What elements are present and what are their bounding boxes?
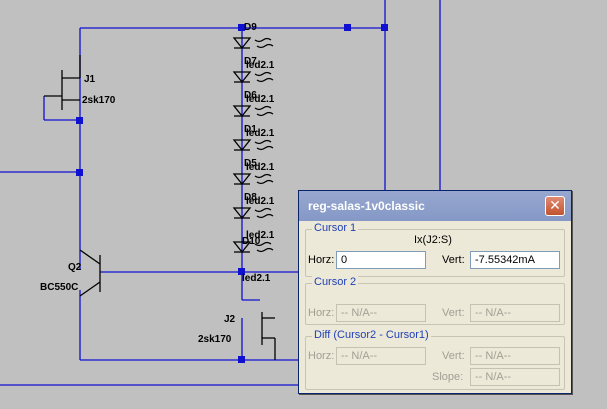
diff-group-label: Diff (Cursor2 - Cursor1) (312, 329, 431, 341)
cursor2-horz-label: Horz: (308, 307, 335, 319)
dialog-titlebar[interactable]: reg-salas-1v0classic ✕ (299, 191, 571, 221)
junctions (76, 24, 388, 363)
close-icon: ✕ (549, 198, 561, 214)
diff-group: Diff (Cursor2 - Cursor1) Horz: -- N/A-- … (305, 329, 565, 390)
led-label-2: led2.1 (246, 94, 275, 105)
d1-label: D1 (244, 124, 257, 135)
d6-label: D6 (244, 90, 257, 101)
q2-part-label: BC550C (40, 282, 78, 293)
led-stack[interactable] (232, 37, 274, 254)
dialog-title: reg-salas-1v0classic (308, 199, 425, 213)
cursor1-group: Cursor 1 Ix(J2:S) Horz: 0 Vert: -7.55342… (305, 222, 565, 277)
d9-label: D9 (244, 22, 257, 33)
diff-vert-field: -- N/A-- (470, 347, 560, 365)
cursor1-group-label: Cursor 1 (312, 222, 359, 234)
led-label-4: led2.1 (246, 162, 275, 173)
cursor-dialog[interactable]: reg-salas-1v0classic ✕ Cursor 1 Ix(J2:S)… (298, 190, 572, 394)
d5-label: D5 (244, 158, 257, 169)
d7-label: D7 (244, 56, 257, 67)
d8-label: D8 (244, 192, 257, 203)
cursor1-vert-field[interactable]: -7.55342mA (470, 251, 560, 269)
led-label-7: led2.1 (242, 273, 271, 284)
diff-horz-field: -- N/A-- (336, 347, 426, 365)
q2-ref-label: Q2 (68, 262, 82, 273)
cursor2-group-label: Cursor 2 (312, 276, 359, 288)
cursor2-horz-field: -- N/A-- (336, 304, 426, 322)
diff-slope-field: -- N/A-- (470, 368, 560, 386)
cursor2-vert-field: -- N/A-- (470, 304, 560, 322)
diff-horz-label: Horz: (308, 350, 335, 362)
close-button[interactable]: ✕ (545, 196, 565, 216)
j2-part-label: 2sk170 (198, 334, 232, 345)
cursor2-vert-label: Vert: (442, 307, 465, 319)
wires (0, 0, 441, 386)
d10-label: D10 (242, 236, 261, 247)
diff-vert-label: Vert: (442, 350, 465, 362)
j1-ref-label: J1 (84, 74, 96, 85)
cursor1-vert-label: Vert: (442, 254, 465, 266)
led-label-1: led2.1 (246, 60, 275, 71)
j2-ref-label: J2 (224, 314, 236, 325)
cursor1-trace-name: Ix(J2:S) (414, 234, 452, 246)
jfet-j2-symbol[interactable] (261, 312, 276, 360)
led-label-6: led2.1 (246, 230, 275, 241)
bjt-q2-symbol[interactable] (79, 249, 101, 297)
led-label-5: led2.1 (246, 196, 275, 207)
j1-part-label: 2sk170 (82, 95, 116, 106)
cursor1-horz-field[interactable]: 0 (336, 251, 426, 269)
diff-slope-label: Slope: (432, 371, 464, 383)
jfet-j1-symbol[interactable] (44, 55, 81, 110)
cursor2-group: Cursor 2 Horz: -- N/A-- Vert: -- N/A-- (305, 276, 565, 325)
led-label-3: led2.1 (246, 128, 275, 139)
cursor1-horz-label: Horz: (308, 254, 335, 266)
